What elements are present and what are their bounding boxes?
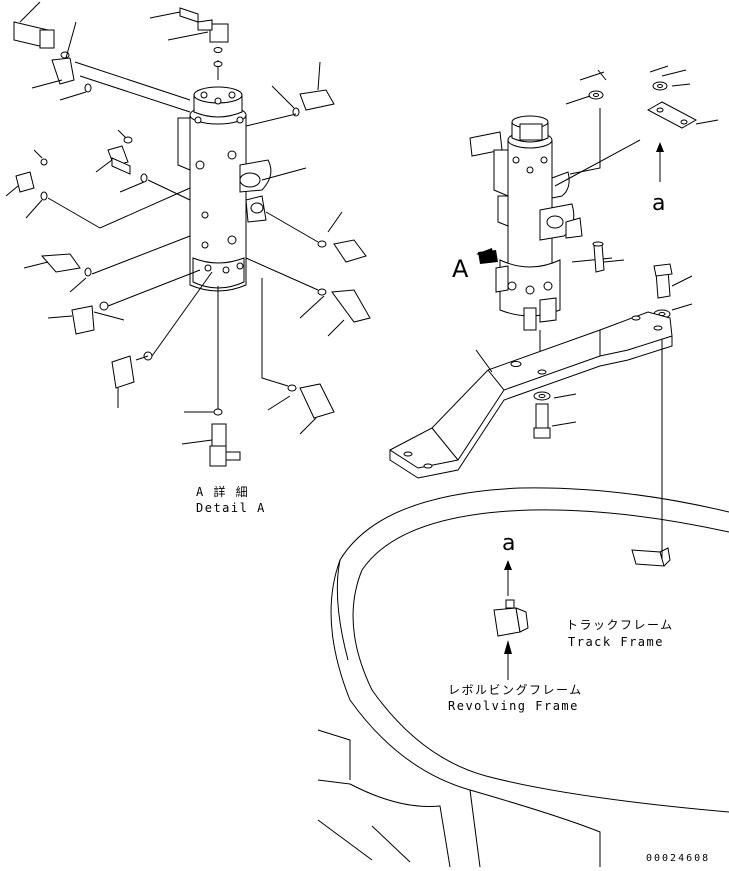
drawing-number: 00024608 bbox=[646, 853, 711, 864]
mounting-bracket bbox=[389, 311, 673, 479]
detail-a-jp-label: A 詳 細 bbox=[196, 485, 250, 499]
arrow-letter-lower: a bbox=[502, 531, 516, 556]
revolving-frame-en-label: Revolving Frame bbox=[448, 699, 579, 713]
swivel-joint-assembly bbox=[469, 65, 719, 558]
view-arrow-letter: A bbox=[452, 255, 469, 283]
track-frame-ring bbox=[317, 487, 729, 868]
swivel-joint-detail bbox=[5, 1, 371, 467]
track-frame-en-label: Track Frame bbox=[568, 635, 664, 649]
detail-a-en-label: Detail A bbox=[196, 501, 266, 515]
revolving-frame-jp-label: レボルビングフレーム bbox=[448, 683, 583, 697]
arrow-letter-upper: a bbox=[652, 191, 666, 216]
track-frame-jp-label: トラックフレーム bbox=[566, 618, 674, 632]
